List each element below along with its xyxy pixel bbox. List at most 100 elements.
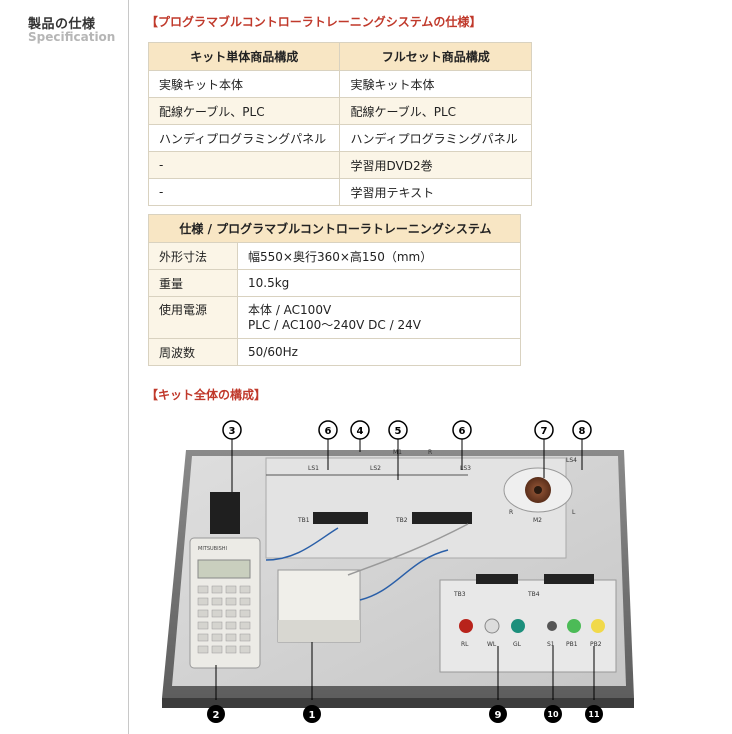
callout-10 <box>544 705 562 723</box>
table-cell: 学習用テキスト <box>339 178 532 206</box>
callout-5 <box>388 420 408 440</box>
motor-shaft <box>534 486 542 494</box>
table-row: 使用電源 本体 / AC100V PLC / AC100～240V DC / 2… <box>148 296 521 339</box>
callouts-bottom: 2 1 9 10 11 <box>207 705 603 723</box>
spec-value-dimensions: 幅550×奥行360×高150（mm） <box>237 242 521 270</box>
callout-6a-label: 6 <box>325 426 332 437</box>
spec-label-power: 使用電源 <box>148 296 238 339</box>
spec-value-power-line1: 本体 / AC100V <box>248 303 332 317</box>
column-header-kit: キット単体商品構成 <box>147 42 341 71</box>
table-row: 周波数 50/60Hz <box>148 338 521 366</box>
table-row: 重量 10.5kg <box>148 269 521 297</box>
label-s1: S1 <box>547 641 555 648</box>
table-row: 外形寸法 幅550×奥行360×高150（mm） <box>148 242 521 270</box>
callout-8 <box>572 420 592 440</box>
callout-2 <box>207 705 225 723</box>
spec-value-frequency: 50/60Hz <box>237 338 521 366</box>
section-heading-specs: 【プログラマブルコントローラトレーニングシステムの仕様】 <box>146 15 482 29</box>
spec-table-header: 仕様 / プログラマブルコントローラトレーニングシステム <box>148 214 521 243</box>
callouts-top: 3 6 4 5 6 7 8 <box>222 420 592 440</box>
label-ls2: LS2 <box>370 465 381 472</box>
table-row: - 学習用DVD2巻 <box>147 151 532 179</box>
callout-6a <box>318 420 338 440</box>
spec-label-frequency: 周波数 <box>148 338 238 366</box>
table-header-row: キット単体商品構成 フルセット商品構成 <box>147 42 532 71</box>
terminal-block-tb3 <box>476 574 518 584</box>
lamp-gl <box>511 619 525 633</box>
lamp-wl <box>484 618 500 634</box>
table-cell: - <box>147 178 341 206</box>
kit-photo: LS1 LS2 LS3 LS4 M1 R M2 R L TB1 TB2 MITS… <box>162 420 634 723</box>
board-edge <box>162 698 634 708</box>
cable <box>347 523 469 576</box>
table-cell: 実験キット本体 <box>339 70 532 98</box>
callout-1 <box>303 705 321 723</box>
callout-5-label: 5 <box>395 426 402 437</box>
label-gl: GL <box>513 641 522 648</box>
terminal-block-tb4 <box>544 574 594 584</box>
label-tb3: TB3 <box>453 591 466 598</box>
plc-terminals <box>278 620 360 642</box>
sidebar-title: 製品の仕様 <box>28 17 96 32</box>
label-wl: WL <box>487 641 497 648</box>
spec-value-weight: 10.5kg <box>237 269 521 297</box>
callout-11-label: 11 <box>588 710 600 719</box>
section-heading-kit: 【キット全体の構成】 <box>146 388 267 402</box>
callout-7 <box>534 420 554 440</box>
programmer-display <box>197 559 251 579</box>
table-cell: - <box>147 151 341 179</box>
callout-2-label: 2 <box>213 710 220 721</box>
power-unit <box>210 492 240 534</box>
terminal-block-tb2 <box>412 512 472 524</box>
callout-3-label: 3 <box>229 426 236 437</box>
label-tb1: TB1 <box>297 517 310 524</box>
table-row: ハンディプログラミングパネル ハンディプログラミングパネル <box>147 124 532 152</box>
table-cell: 学習用DVD2巻 <box>339 151 532 179</box>
programmer-keys <box>197 585 251 654</box>
table-cell: 配線ケーブル、PLC <box>339 97 532 125</box>
table-cell: ハンディプログラミングパネル <box>339 124 532 152</box>
table-cell: 配線ケーブル、PLC <box>147 97 341 125</box>
callout-6b-label: 6 <box>459 426 466 437</box>
callout-9 <box>489 705 507 723</box>
table-header-row: 仕様 / プログラマブルコントローラトレーニングシステム <box>148 214 521 243</box>
cable <box>359 549 449 601</box>
label-m2: M2 <box>533 517 542 524</box>
spec-value-power: 本体 / AC100V PLC / AC100～240V DC / 24V <box>237 296 521 339</box>
label-pb1: PB1 <box>566 641 578 648</box>
table-row: 配線ケーブル、PLC 配線ケーブル、PLC <box>147 97 532 125</box>
table-row: - 学習用テキスト <box>147 178 532 206</box>
programmer-brand: MITSUBISHI <box>198 546 227 552</box>
sidebar-subtitle: Specification <box>28 30 116 44</box>
spec-value-power-line2: PLC / AC100～240V DC / 24V <box>248 318 421 332</box>
callout-11 <box>585 705 603 723</box>
terminal-block-tb1 <box>313 512 368 524</box>
column-header-fullset: フルセット商品構成 <box>339 42 532 71</box>
callout-6b <box>452 420 472 440</box>
label-ls4: LS4 <box>566 457 577 464</box>
callout-4-label: 4 <box>357 426 364 437</box>
callout-10-label: 10 <box>547 710 559 719</box>
label-tb2: TB2 <box>395 517 408 524</box>
label-l: L <box>572 509 576 516</box>
sidebar: 製品の仕様 Specification <box>0 0 128 734</box>
divider <box>128 0 129 734</box>
table-cell: ハンディプログラミングパネル <box>147 124 341 152</box>
callout-9-label: 9 <box>495 710 502 721</box>
spec-label-dimensions: 外形寸法 <box>148 242 238 270</box>
pushbutton-pb2 <box>591 619 605 633</box>
label-pb2: PB2 <box>590 641 602 648</box>
label-tb4: TB4 <box>527 591 540 598</box>
label-r-top: R <box>428 449 432 456</box>
callout-8-label: 8 <box>579 426 586 437</box>
specification-table: 仕様 / プログラマブルコントローラトレーニングシステム 外形寸法 幅550×奥… <box>148 214 521 366</box>
table-row: 実験キット本体 実験キット本体 <box>147 70 532 98</box>
lamp-rl <box>459 619 473 633</box>
label-ls1: LS1 <box>308 465 319 472</box>
product-composition-table: キット単体商品構成 フルセット商品構成 実験キット本体 実験キット本体 配線ケー… <box>147 42 532 206</box>
pushbutton-pb1 <box>567 619 581 633</box>
callout-4 <box>350 420 370 440</box>
callout-3 <box>222 420 242 440</box>
label-rl: RL <box>461 641 469 648</box>
cable <box>265 527 339 561</box>
